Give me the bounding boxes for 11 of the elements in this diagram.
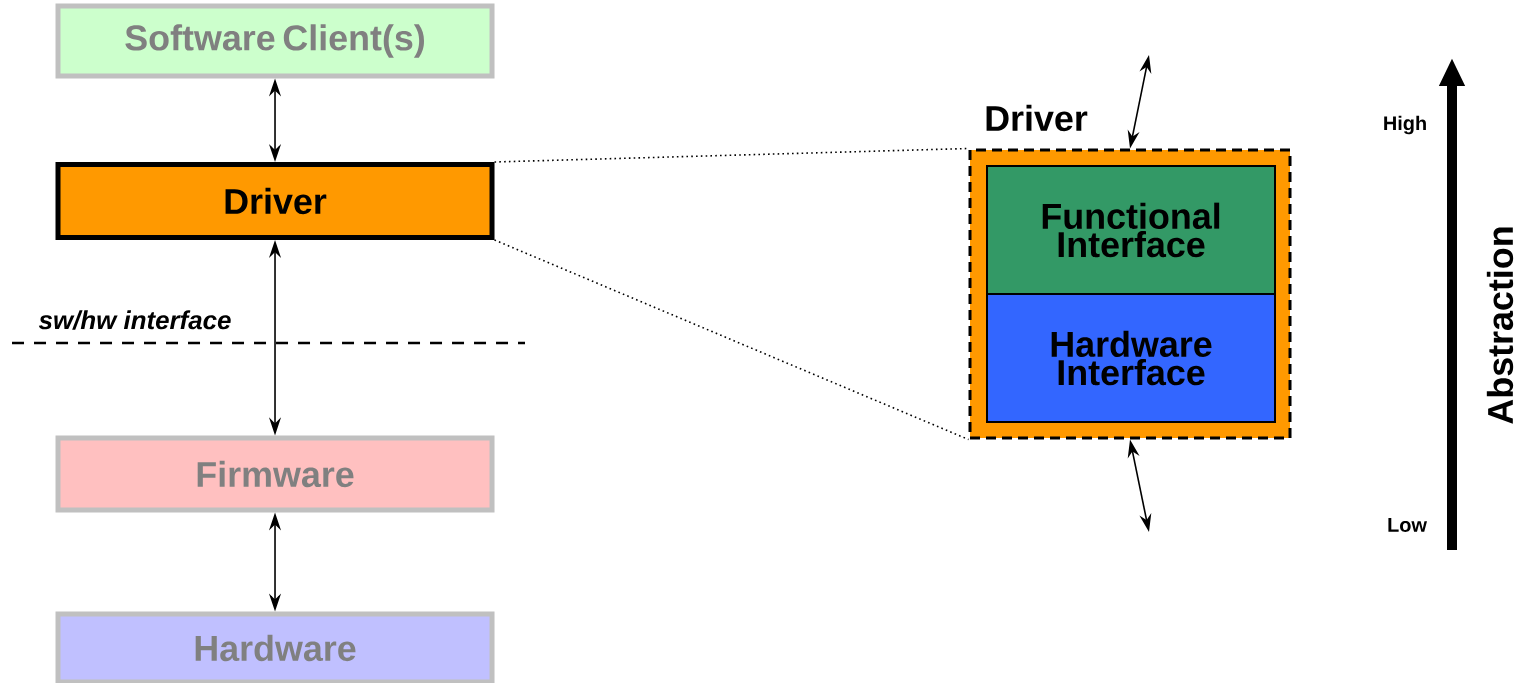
container-title: Driver: [986, 104, 1088, 132]
layer-box: Firmware: [55, 435, 495, 513]
layer-box: Functional Interface: [986, 165, 1276, 295]
layer-box: Software Client(s): [55, 3, 495, 79]
interface-label: sw/hw interface: [38, 310, 231, 330]
scale-label: Low: [1388, 518, 1427, 532]
scale-label: High: [1384, 115, 1426, 135]
axis-label: Abstraction: [1486, 227, 1514, 424]
layer-box: Driver: [55, 162, 495, 240]
layer-box: Hardware Interface: [986, 293, 1276, 423]
layer-box: Hardware: [55, 611, 495, 683]
